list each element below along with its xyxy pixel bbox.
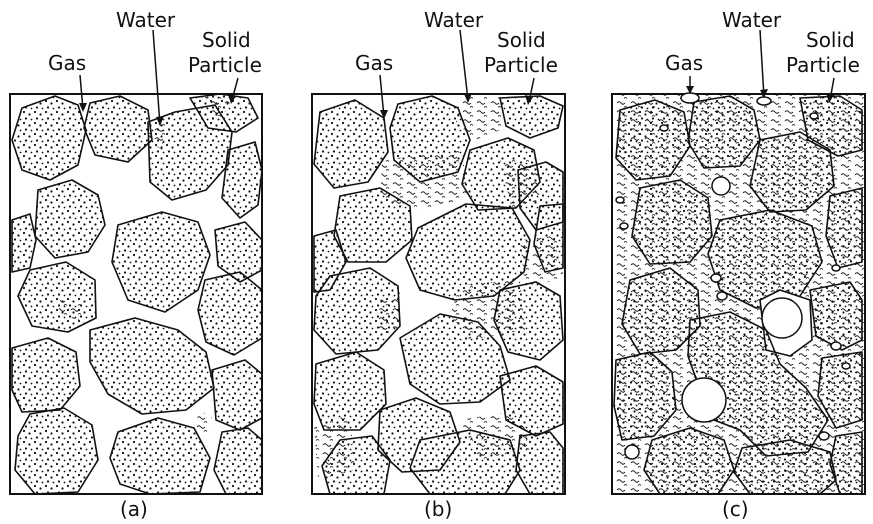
panel-b-solid-particles: [313, 95, 564, 495]
gas-label: Gas: [355, 51, 393, 75]
panel-b-arrowheads: [380, 93, 533, 119]
caption-b: (b): [424, 497, 452, 519]
panel-a: Gas Water Solid Particle (a): [9, 8, 263, 521]
solid-label: Solid: [497, 28, 546, 52]
panel-c-arrowheads: [686, 86, 834, 103]
solid-label: Solid: [202, 28, 251, 52]
particle-label: Particle: [484, 53, 558, 77]
gas-label: Gas: [48, 51, 86, 75]
panel-b: Gas Water Solid Particle (b): [311, 8, 566, 521]
panel-c-gas-bubbles: [615, 92, 851, 460]
particle-label: Particle: [188, 53, 262, 77]
particle-label: Particle: [786, 53, 860, 77]
water-label: Water: [722, 8, 782, 32]
water-label: Water: [424, 8, 484, 32]
caption-a: (a): [120, 497, 148, 519]
water-label: Water: [116, 8, 176, 32]
panel-a-solid-particles: [11, 93, 263, 495]
solid-label: Solid: [806, 28, 855, 52]
gas-label: Gas: [665, 51, 703, 75]
panel-c: Gas Water Solid Particle (c): [611, 8, 866, 521]
panel-a-arrowheads: [79, 94, 236, 126]
caption-c: (c): [722, 497, 749, 519]
